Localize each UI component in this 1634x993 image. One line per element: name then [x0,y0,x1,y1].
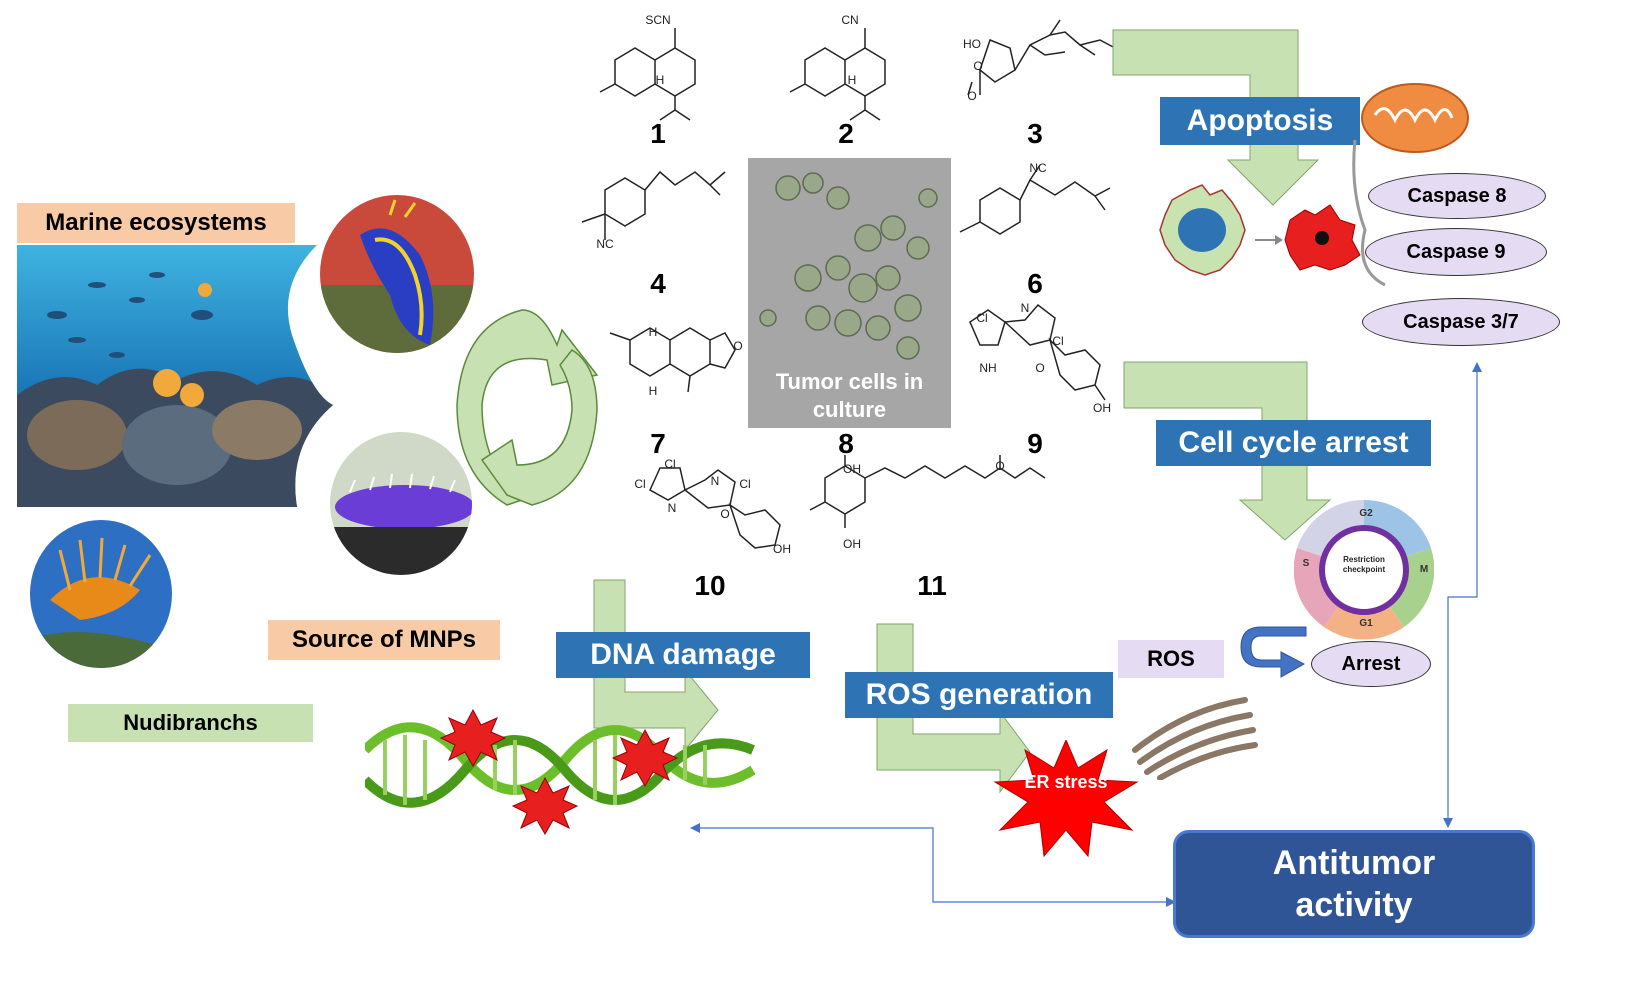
o-label: O [1035,361,1044,375]
apoptosis-cells [1159,83,1469,287]
caspase-3-7-badge: Caspase 3/7 [1362,298,1560,346]
compound-number: 1 [650,118,666,149]
o-label: O [995,459,1004,473]
nudibranch-photo-orange [30,520,172,668]
phase-s-label: S [1303,558,1310,569]
compound-number: 4 [650,268,666,299]
antitumor-activity-box: Antitumor activity [1173,830,1535,938]
tumor-cells-label: Tumor cells in culture [775,369,924,422]
cl-label: Cl [664,457,675,471]
ros-label: ROS [1118,640,1224,678]
n-label: N [1021,301,1030,315]
h-label: H [656,73,665,87]
compound-number: 9 [1027,428,1043,459]
compound-number: 11 [917,570,947,601]
compound-number: 8 [838,428,854,459]
arrest-arrow [1240,626,1307,678]
nc-label: NC [596,237,614,251]
reef-photo [17,245,333,507]
scn-label: SCN [645,13,670,27]
compound-number: 2 [838,118,854,149]
arrest-badge: Arrest [1311,641,1431,687]
tumor-cells-photo: Tumor cells in culture [748,158,951,428]
h-label: H [649,384,658,398]
cn-label: CN [841,13,858,27]
cl-label: Cl [1052,334,1063,348]
nudibranchs-label: Nudibranchs [68,704,313,742]
nh-label: NH [979,361,996,375]
dna-damage-label: DNA damage [556,632,810,678]
o-label: O [967,89,976,103]
cell-cycle-wheel: G2 M G1 S Restriction checkpoint [1294,500,1434,640]
er-stress-label: ER stress [1024,772,1108,792]
source-of-mnps-label: Source of MNPs [268,620,500,660]
cell-cycle-arrest-label: Cell cycle arrest [1156,420,1431,466]
h-label: H [649,325,658,339]
compound-number: 10 [694,570,726,601]
ros-generation-label: ROS generation [845,672,1113,718]
compound-number: 3 [1027,118,1043,149]
er-stress-burst: ER stress [993,740,1139,858]
apoptosis-label: Apoptosis [1160,97,1360,145]
restriction-checkpoint-label: Restriction checkpoint [1342,555,1386,574]
compound-number: 6 [1027,268,1043,299]
cl-label: Cl [976,311,987,325]
marine-ecosystems-label: Marine ecosystems [17,203,295,243]
n-label: N [668,501,677,515]
antitumor-activity-label: Antitumor activity [1272,844,1436,924]
o-label: O [720,507,729,521]
phase-g2-label: G2 [1359,508,1373,519]
phase-m-label: M [1420,564,1428,575]
n-label: N [711,474,720,488]
h-label: H [848,73,857,87]
nudibranch-photo-blue [320,195,474,353]
ho-label: HO [963,37,981,51]
phase-g1-label: G1 [1359,618,1373,629]
o-label: O [733,339,742,353]
caspase-9-badge: Caspase 9 [1365,228,1547,276]
cycle-arrows [456,309,599,506]
oh-label: OH [1093,401,1111,415]
compound-number: 7 [650,428,666,459]
endoplasmic-reticulum-icon [1132,697,1258,780]
caspase-8-badge: Caspase 8 [1368,173,1546,219]
oh-label: OH [773,542,791,556]
dna-helix-icon [365,708,755,836]
oh-label: OH [843,537,861,551]
oh-label: OH [843,462,861,476]
o-label: O [973,59,982,73]
chemical-structures: SCN CN H H HO O O NC NC H H O Cl Cl N NH… [581,13,1116,556]
cl-label: Cl [739,477,750,491]
cl-label: Cl [634,477,645,491]
nc-label: NC [1029,161,1047,175]
